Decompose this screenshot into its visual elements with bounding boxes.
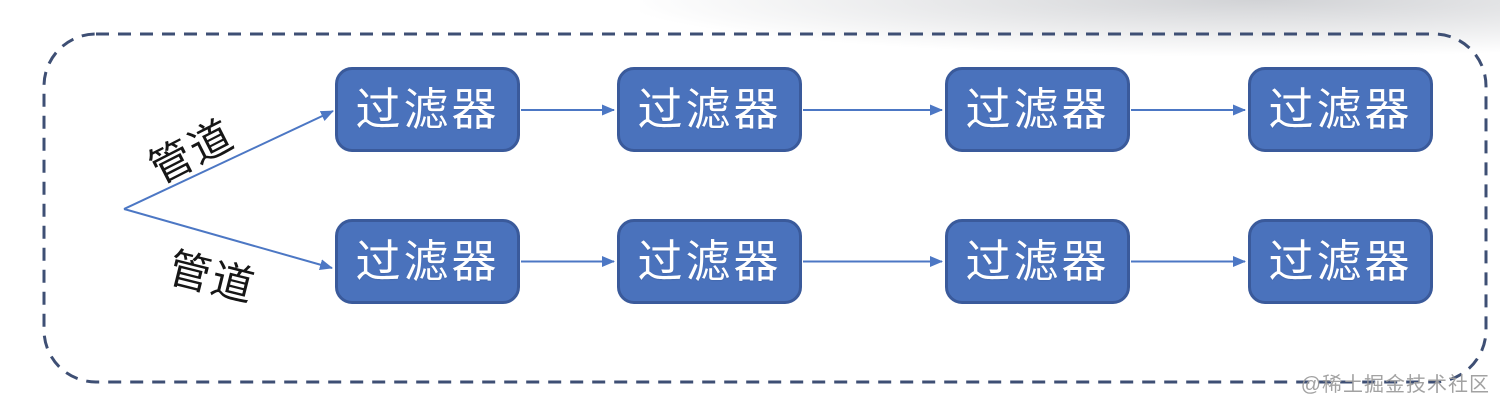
filter-box: 过滤器 — [335, 219, 520, 304]
filter-box: 过滤器 — [945, 67, 1130, 152]
filter-box: 过滤器 — [617, 219, 802, 304]
filter-box: 过滤器 — [1248, 219, 1433, 304]
filter-box: 过滤器 — [335, 67, 520, 152]
watermark-text: @稀土掘金技术社区 — [1300, 374, 1490, 396]
pipe-arrow-bottom — [123, 208, 333, 271]
pipe-arrow-top — [123, 110, 334, 210]
filter-box: 过滤器 — [1248, 67, 1433, 152]
filter-box: 过滤器 — [945, 219, 1130, 304]
filter-box: 过滤器 — [617, 67, 802, 152]
boundary-dashed-border — [42, 32, 1488, 384]
